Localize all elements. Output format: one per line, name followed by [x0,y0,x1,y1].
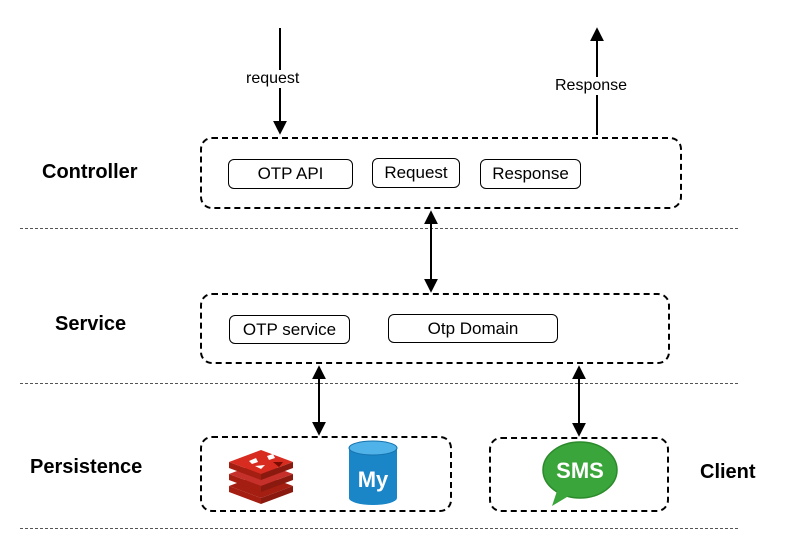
otp-service-box: OTP service [229,315,350,344]
response-flow-label: Response [553,77,630,95]
sms-icon-text: SMS [556,458,604,483]
layer-divider-3 [20,528,738,529]
response-box: Response [480,159,581,189]
layer-label-service: Service [55,313,127,335]
layer-divider-1 [20,228,738,229]
otp-api-box: OTP API [228,159,353,189]
client-group [489,437,669,512]
layer-label-persistence: Persistence [30,456,143,478]
mysql-icon-text: My [358,467,389,492]
layer-label-controller: Controller [42,161,138,183]
mysql-icon: My [348,440,398,505]
persistence-group [200,436,452,512]
layer-divider-2 [20,383,738,384]
otp-domain-box: Otp Domain [388,314,558,343]
controller-group [200,137,682,209]
request-flow-label: request [244,70,302,88]
redis-icon [229,450,293,504]
sms-icon: SMS [542,441,618,506]
service-group [200,293,670,364]
request-box: Request [372,158,460,188]
layer-label-client: Client [700,461,756,483]
